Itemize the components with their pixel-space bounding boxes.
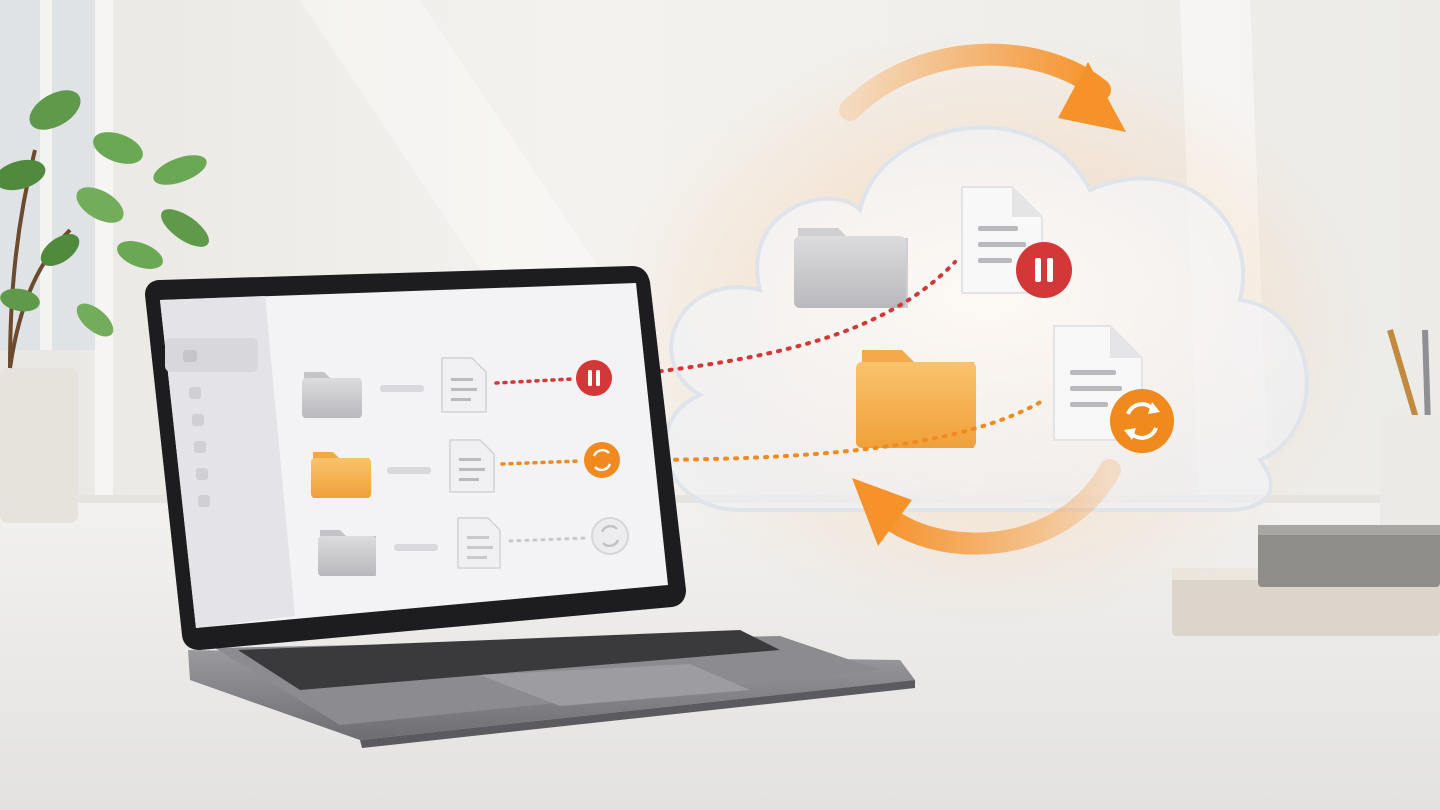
plant-icon [0,90,209,523]
sidebar-item[interactable] [192,414,204,426]
screen-row[interactable] [311,439,620,498]
sidebar-item[interactable] [198,495,210,507]
pencil-cup-icon [1380,329,1440,533]
keyboard [238,630,780,690]
screen-row[interactable] [302,357,612,418]
sync-arrow-top-icon [839,43,1126,132]
sync-connection-line [623,398,1046,462]
document-icon [449,439,495,493]
orange-folder-icon [311,458,371,498]
cloud-orange-folder-icon [856,350,976,448]
sidebar-item[interactable] [165,338,258,372]
sidebar-item[interactable] [196,468,208,480]
document-icon [457,517,501,569]
laptop [145,266,915,748]
sidebar-item[interactable] [194,441,206,453]
screen-row[interactable] [318,517,629,576]
sync-arrow-bottom-icon [852,459,1121,555]
pause-connection-line [618,260,957,378]
cloud-sync-icon [1110,389,1174,453]
gray-folder-icon [302,378,362,418]
sync-icon[interactable] [584,442,620,478]
cloud-pause-icon [1016,242,1072,298]
cloud-gray-folder-icon [794,228,908,308]
document-icon [441,357,487,413]
sync-icon[interactable] [591,517,629,555]
sidebar-item[interactable] [189,387,201,399]
trackpad[interactable] [480,664,750,706]
pause-icon[interactable] [576,360,612,396]
gray-folder-icon [318,536,376,576]
book-stack-icon [1172,525,1440,636]
screen-sidebar [160,296,295,628]
